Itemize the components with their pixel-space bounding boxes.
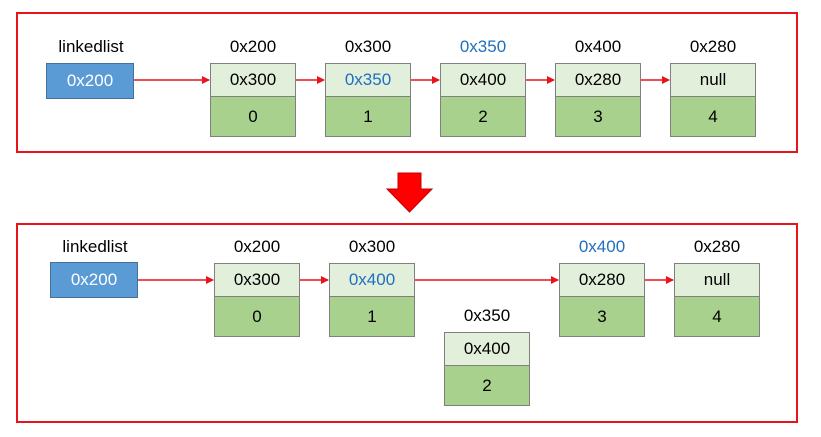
after-panel xyxy=(16,223,798,423)
before-node-0: 0x300 0 xyxy=(210,63,296,137)
next-pointer: 0x300 xyxy=(210,63,296,97)
before-head-pointer: 0x200 xyxy=(46,63,134,99)
before-panel xyxy=(16,12,798,153)
next-pointer: null xyxy=(674,263,760,297)
node-value: 4 xyxy=(674,297,760,337)
before-node-4: null 4 xyxy=(670,63,756,137)
node-value: 2 xyxy=(444,366,530,406)
before-node-3: 0x280 3 xyxy=(555,63,641,137)
before-node-0-address: 0x200 xyxy=(229,37,277,56)
after-node-2: 0x280 3 xyxy=(559,263,645,337)
down-arrow-icon xyxy=(385,172,434,213)
next-pointer: null xyxy=(670,63,756,97)
after-node-1-address: 0x300 xyxy=(348,237,396,256)
removed-node: 0x400 2 xyxy=(444,332,530,406)
node-value: 4 xyxy=(670,97,756,137)
next-pointer: 0x300 xyxy=(214,263,300,297)
next-pointer: 0x400 xyxy=(440,63,526,97)
next-pointer: 0x280 xyxy=(559,263,645,297)
removed-node-address: 0x350 xyxy=(463,306,511,325)
next-pointer: 0x400 xyxy=(444,332,530,366)
node-value: 3 xyxy=(559,297,645,337)
before-node-2: 0x400 2 xyxy=(440,63,526,137)
next-pointer: 0x350 xyxy=(325,63,411,97)
after-node-3-address: 0x280 xyxy=(693,237,741,256)
after-node-3: null 4 xyxy=(674,263,760,337)
before-node-1: 0x350 1 xyxy=(325,63,411,137)
node-value: 0 xyxy=(210,97,296,137)
node-value: 1 xyxy=(329,297,415,337)
before-head-label: linkedlist xyxy=(58,37,124,56)
after-node-1: 0x400 1 xyxy=(329,263,415,337)
after-head-label: linkedlist xyxy=(62,237,128,256)
after-node-2-address: 0x400 xyxy=(578,237,626,256)
after-head-pointer: 0x200 xyxy=(50,262,138,298)
node-value: 3 xyxy=(555,97,641,137)
node-value: 2 xyxy=(440,97,526,137)
after-node-0: 0x300 0 xyxy=(214,263,300,337)
before-node-4-address: 0x280 xyxy=(689,37,737,56)
after-node-0-address: 0x200 xyxy=(233,237,281,256)
node-value: 1 xyxy=(325,97,411,137)
before-node-3-address: 0x400 xyxy=(574,37,622,56)
before-node-2-address: 0x350 xyxy=(459,37,507,56)
next-pointer: 0x280 xyxy=(555,63,641,97)
node-value: 0 xyxy=(214,297,300,337)
before-node-1-address: 0x300 xyxy=(344,37,392,56)
next-pointer: 0x400 xyxy=(329,263,415,297)
